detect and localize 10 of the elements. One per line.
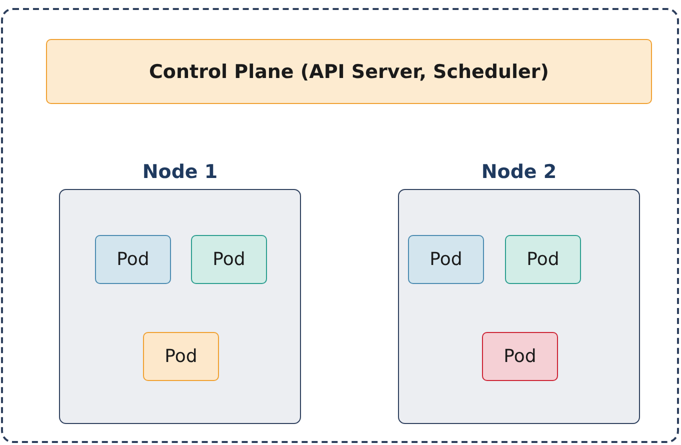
cluster-outline bbox=[1, 8, 679, 443]
pod-box: Pod bbox=[143, 332, 219, 381]
pod-box: Pod bbox=[408, 235, 484, 284]
pod-box: Pod bbox=[95, 235, 171, 284]
control-plane-box: Control Plane (API Server, Scheduler) bbox=[46, 39, 652, 104]
node-heading: Node 2 bbox=[480, 160, 558, 184]
pod-box: Pod bbox=[505, 235, 581, 284]
pod-box: Pod bbox=[191, 235, 267, 284]
pod-box: Pod bbox=[482, 332, 558, 381]
node-heading: Node 1 bbox=[141, 160, 219, 184]
